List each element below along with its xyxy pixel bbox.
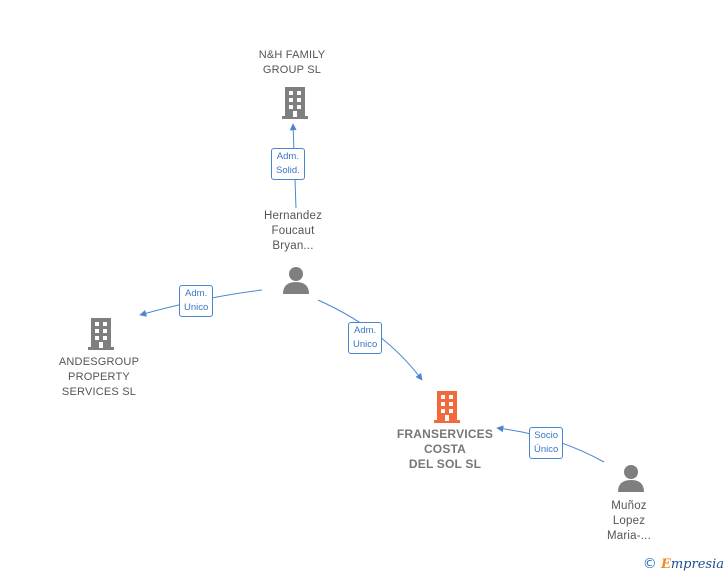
building-icon[interactable]	[432, 389, 462, 423]
empresia-logo[interactable]: © Empresia	[643, 556, 724, 572]
copyright-symbol: ©	[642, 556, 657, 572]
building-icon[interactable]	[280, 85, 310, 119]
node-label-nh-family[interactable]: N&H FAMILY GROUP SL	[258, 49, 326, 76]
brand-initial: E	[660, 557, 671, 572]
edge-label-socio-unico: Socio Único	[529, 427, 564, 459]
node-label-andesgroup[interactable]: ANDESGROUP PROPERTY SERVICES SL	[58, 356, 140, 398]
person-icon[interactable]	[281, 265, 311, 295]
edge-label-adm-solid: Adm. Solid.	[271, 148, 305, 180]
person-icon[interactable]	[616, 463, 646, 493]
edge-label-adm-unico-fran: Adm. Unico	[348, 322, 383, 354]
node-label-franservices[interactable]: FRANSERVICES COSTA DEL SOL SL	[396, 427, 494, 471]
edge-label-adm-unico-andes: Adm. Unico	[179, 285, 214, 317]
building-icon[interactable]	[86, 316, 116, 350]
brand-name: mpresia	[670, 557, 724, 572]
node-label-munoz[interactable]: Muñoz Lopez Maria-...	[607, 500, 651, 542]
node-label-hernandez[interactable]: Hernandez Foucaut Bryan...	[263, 210, 323, 252]
